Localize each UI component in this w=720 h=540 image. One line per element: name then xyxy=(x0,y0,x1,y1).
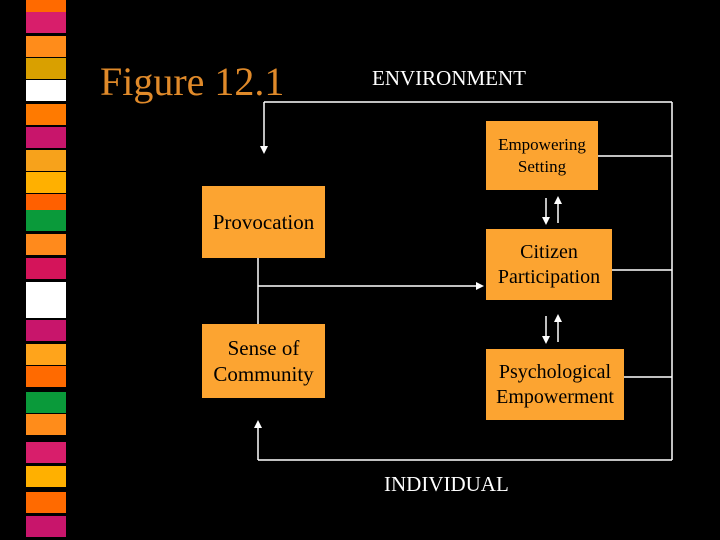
citizen-participation-label: Citizen Participation xyxy=(498,240,600,290)
sense-of-community-box: Sense of Community xyxy=(202,324,325,398)
psychological-empowerment-label: Psychological Empowerment xyxy=(496,360,614,410)
citizen-participation-box: Citizen Participation xyxy=(486,229,612,300)
provocation-box: Provocation xyxy=(202,186,325,258)
empowering-setting-box: Empowering Setting xyxy=(486,121,598,190)
empowering-setting-label: Empowering Setting xyxy=(498,134,586,177)
psychological-empowerment-box: Psychological Empowerment xyxy=(486,349,624,420)
provocation-label: Provocation xyxy=(213,209,314,235)
sense-of-community-label: Sense of Community xyxy=(213,335,313,388)
